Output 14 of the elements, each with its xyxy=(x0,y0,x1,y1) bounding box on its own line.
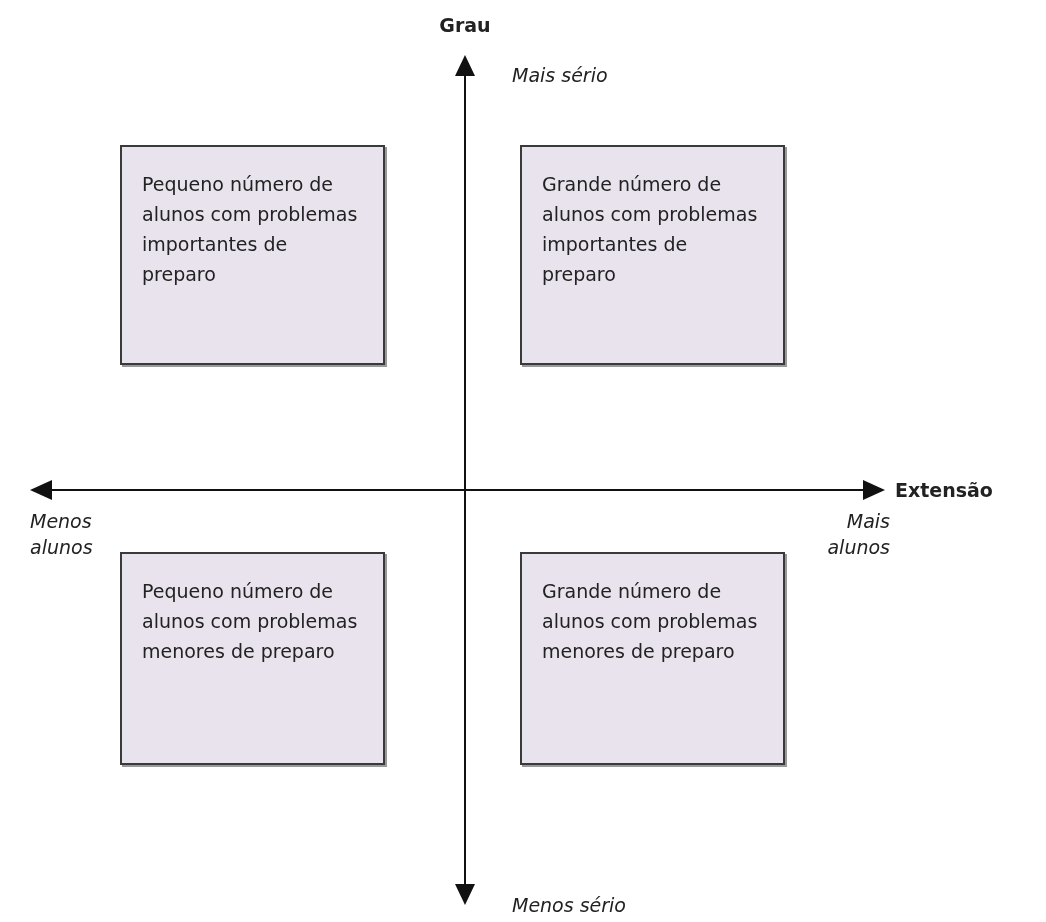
quadrant-box xyxy=(120,145,385,365)
quadrant-text: Pequeno número de alunos com problemas importantes de preparo xyxy=(142,172,359,287)
quadrant-box xyxy=(120,552,385,765)
quadrant-text: Grande número de alunos com problemas menores de preparo xyxy=(542,579,759,664)
axis-title: Extensão xyxy=(895,478,994,503)
axis-end-label: Menos sério xyxy=(512,893,627,918)
quadrant-box xyxy=(520,552,785,765)
quadrant-box xyxy=(520,145,785,365)
axis-end-label: Menos alunos xyxy=(30,509,94,560)
quadrant-text: Pequeno número de alunos com problemas menores de preparo xyxy=(142,579,359,664)
quadrant-text: Grande número de alunos com problemas importantes de preparo xyxy=(542,172,759,287)
axis-end-label: Mais sério xyxy=(512,63,609,88)
axis-title: Grau xyxy=(438,13,492,38)
axis-end-label: Mais alunos xyxy=(826,509,890,560)
